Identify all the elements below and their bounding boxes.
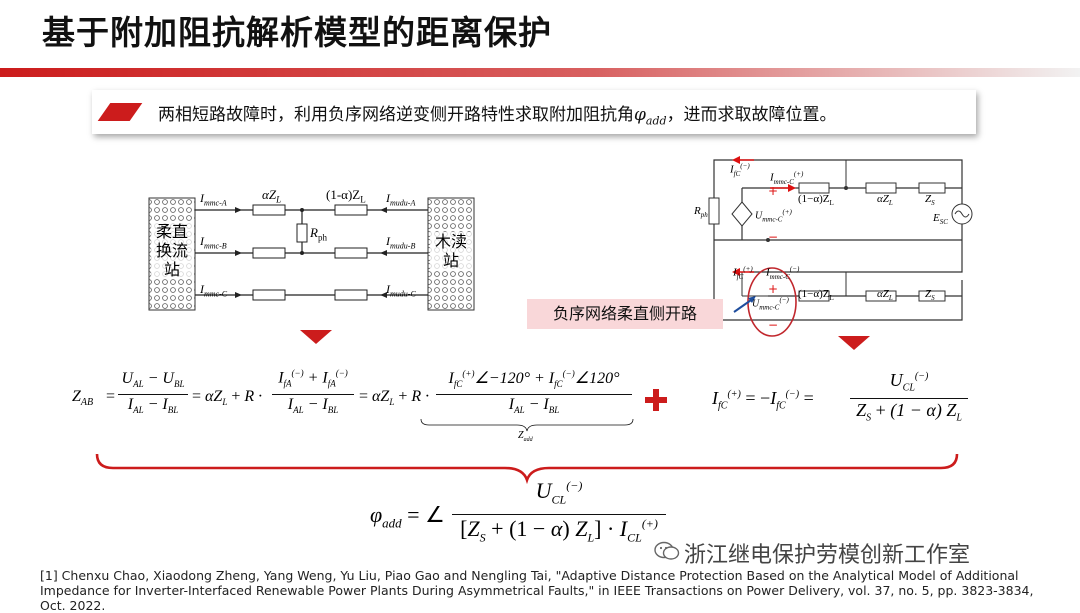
label-1ma-zl: (1-α)ZL: [326, 187, 366, 205]
phi-subscript: add: [645, 114, 667, 128]
label-i-mmc-b: Immc-B: [200, 234, 227, 251]
label-rph: Rph: [310, 225, 327, 243]
right-label-i-fc-upper: IfC(−): [730, 162, 750, 178]
right-label-zs-lower: ZS: [925, 288, 935, 303]
right-station-label: 木渎 站: [430, 232, 472, 270]
left-station-line-2: 换流: [155, 241, 188, 260]
equation-phi-add: φadd = ∠ UCL(−) [ZS + (1 − α) ZL] · ICL(…: [370, 478, 670, 558]
label-i-mudu-b: Imudu-B: [386, 234, 416, 251]
bullet-text-main: 两相短路故障时，利用负序网络逆变侧开路特性求取附加阻抗角: [158, 105, 634, 125]
left-station-label: 柔直 换流 站: [151, 222, 193, 279]
left-circuit-diagram: [148, 197, 475, 311]
equation-ifc: IfC(+) = −IfC(−) = UCL(−) ZS + (1 − α) Z…: [712, 368, 982, 438]
wechat-icon: [654, 541, 680, 560]
right-plus-lower: +: [768, 282, 779, 296]
down-arrow-left: [300, 330, 332, 344]
right-label-z-1ma-upper: (1−α)ZL: [798, 193, 834, 208]
right-plus-upper: +: [768, 184, 779, 198]
title-underline: [0, 68, 1080, 77]
phi-symbol: φ: [634, 105, 646, 125]
right-label-i-mmc-upper: Immc-C(+): [770, 170, 804, 186]
right-label-i-fc-lower: IfC(+): [733, 265, 753, 281]
bullet-box: 两相短路故障时，利用负序网络逆变侧开路特性求取附加阻抗角φadd，进而求取故障位…: [92, 90, 976, 134]
red-brace: [95, 453, 959, 485]
bullet-marker: [97, 103, 143, 121]
right-minus-upper: −: [768, 230, 779, 244]
right-label-z-1ma-lower: (1−α)ZL: [798, 288, 834, 303]
eq3-lhs: φadd = ∠: [370, 502, 445, 531]
label-i-mmc-a: Immc-A: [200, 191, 227, 208]
eq1-alpha-zl: = αZL + R ·: [192, 388, 263, 408]
equation-zab: ZAB = UAL − UBL IAL − IBL = αZL + R · If…: [72, 368, 634, 455]
label-i-mmc-c: Immc-C: [200, 282, 228, 299]
right-station-line-2: 站: [442, 251, 459, 270]
right-label-za-upper: αZL: [877, 193, 893, 208]
right-circuit-diagram: [708, 156, 973, 337]
right-label-rph: Rph: [694, 205, 708, 220]
right-label-i-mmc-lower: Immc-C(−): [766, 265, 800, 281]
right-label-u-mmc-upper: Ummc-C(+): [755, 208, 792, 224]
right-label-u-mmc-lower: Ummc-C(−): [752, 296, 789, 312]
watermark: 浙江继电保护劳模创新工作室: [684, 543, 971, 568]
bullet-text-tail: ，进而求取故障位置。: [666, 105, 837, 125]
page-title: 基于附加阻抗解析模型的距离保护: [42, 13, 552, 52]
right-station-line-1: 木渎: [434, 232, 467, 251]
label-alpha-zl: αZL: [262, 187, 282, 205]
eq1-underbrace-label: Zadd: [518, 430, 533, 443]
citation: [1] Chenxu Chao, Xiaodong Zheng, Yang We…: [40, 568, 1034, 613]
red-plus-sign: [645, 389, 667, 411]
bullet-text: 两相短路故障时，利用负序网络逆变侧开路特性求取附加阻抗角φadd，进而求取故障位…: [158, 100, 837, 127]
down-arrow-right: [838, 336, 870, 350]
left-station-line-3: 站: [163, 260, 180, 279]
right-label-za-lower: αZL: [877, 288, 893, 303]
right-label-esc: ESC: [933, 212, 948, 227]
label-i-mudu-c: Imudu-C: [386, 282, 416, 299]
right-label-zs-upper: ZS: [925, 193, 935, 208]
callout-open-circuit: 负序网络柔直侧开路: [527, 299, 723, 329]
label-i-mudu-a: Imudu-A: [386, 191, 416, 208]
left-station-line-1: 柔直: [155, 222, 188, 241]
eq1-lhs: ZAB: [72, 388, 94, 409]
right-minus-lower: −: [768, 318, 779, 332]
